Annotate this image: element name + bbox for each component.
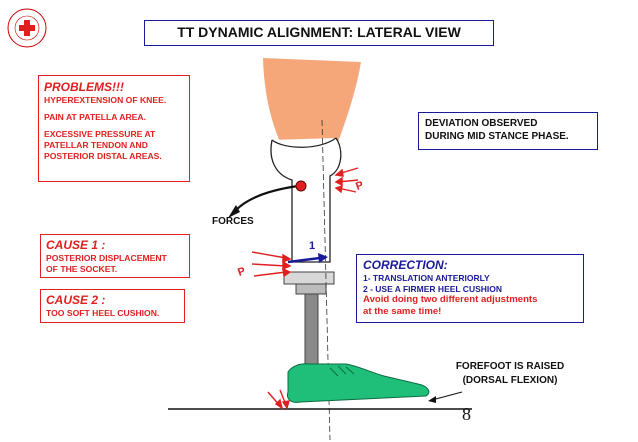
correction-warning: Avoid doing two different adjustments — [363, 294, 538, 306]
problem-item: PATELLAR TENDON AND — [44, 140, 148, 151]
forces-arrowhead — [228, 205, 240, 218]
stump-skin — [263, 58, 361, 142]
pressure-arrows-lower — [251, 251, 292, 278]
deviation-line: DEVIATION OBSERVED — [425, 118, 538, 129]
heel-arrows — [267, 389, 290, 410]
adapter-block — [283, 271, 335, 285]
translation-number: 1 — [309, 240, 316, 252]
cause2-box: CAUSE 2 : TOO SOFT HEEL CUSHION. — [40, 289, 185, 323]
pressure-arrows-upper — [334, 167, 359, 194]
translation-arrow — [287, 256, 321, 264]
forces-arrow — [235, 184, 299, 211]
correction-item: 2 - USE A FIRMER HEEL CUSHION — [363, 283, 503, 294]
pressure-point — [295, 180, 307, 192]
cause1-line: OF THE SOCKET. — [46, 264, 118, 275]
problem-item: HYPEREXTENSION OF KNEE. — [44, 95, 167, 106]
forefoot-label: FOREFOOT IS RAISED (DORSAL FLEXION) — [444, 360, 576, 387]
deviation-box: DEVIATION OBSERVED DURING MID STANCE PHA… — [418, 112, 598, 150]
cause1-box: CAUSE 1 : POSTERIOR DISPLACEMENT OF THE … — [40, 234, 190, 278]
correction-box: CORRECTION: 1- TRANSLATION ANTERIORLY 2 … — [356, 254, 584, 323]
translation-arrowhead — [318, 253, 328, 263]
problems-heading: PROBLEMS!!! — [44, 80, 124, 94]
problem-item: EXCESSIVE PRESSURE AT — [44, 129, 156, 140]
cause1-heading: CAUSE 1 : — [46, 238, 106, 252]
forefoot-line: FOREFOOT IS RAISED — [455, 361, 565, 372]
problem-item: PAIN AT PATELLA AREA. — [44, 112, 147, 123]
forefoot-line: (DORSAL FLEXION) — [462, 374, 558, 386]
deviation-line: DURING MID STANCE PHASE. — [425, 131, 569, 142]
correction-heading: CORRECTION: — [363, 258, 448, 272]
cause2-heading: CAUSE 2 : — [46, 293, 106, 307]
page-title: TT DYNAMIC ALIGNMENT: LATERAL VIEW — [144, 20, 494, 46]
cause1-line: POSTERIOR DISPLACEMENT — [46, 253, 167, 264]
correction-warning: at the same time! — [363, 306, 442, 318]
forefoot-pointer — [431, 391, 463, 401]
pylon — [304, 293, 319, 375]
page-number: 8 — [462, 404, 471, 424]
icrc-logo — [7, 8, 47, 48]
cause2-line: TOO SOFT HEEL CUSHION. — [46, 308, 160, 319]
socket-brim — [271, 137, 337, 148]
shoe-laces — [329, 365, 355, 377]
forces-label: FORCES — [212, 216, 254, 227]
correction-item: 1- TRANSLATION ANTERIORLY — [363, 273, 490, 283]
socket-outline — [270, 137, 342, 263]
adapter-lower — [295, 283, 327, 295]
problem-item: POSTERIOR DISTAL AREAS. — [44, 151, 162, 162]
problems-box: PROBLEMS!!! HYPEREXTENSION OF KNEE. PAIN… — [38, 75, 190, 182]
shoe — [287, 363, 430, 403]
